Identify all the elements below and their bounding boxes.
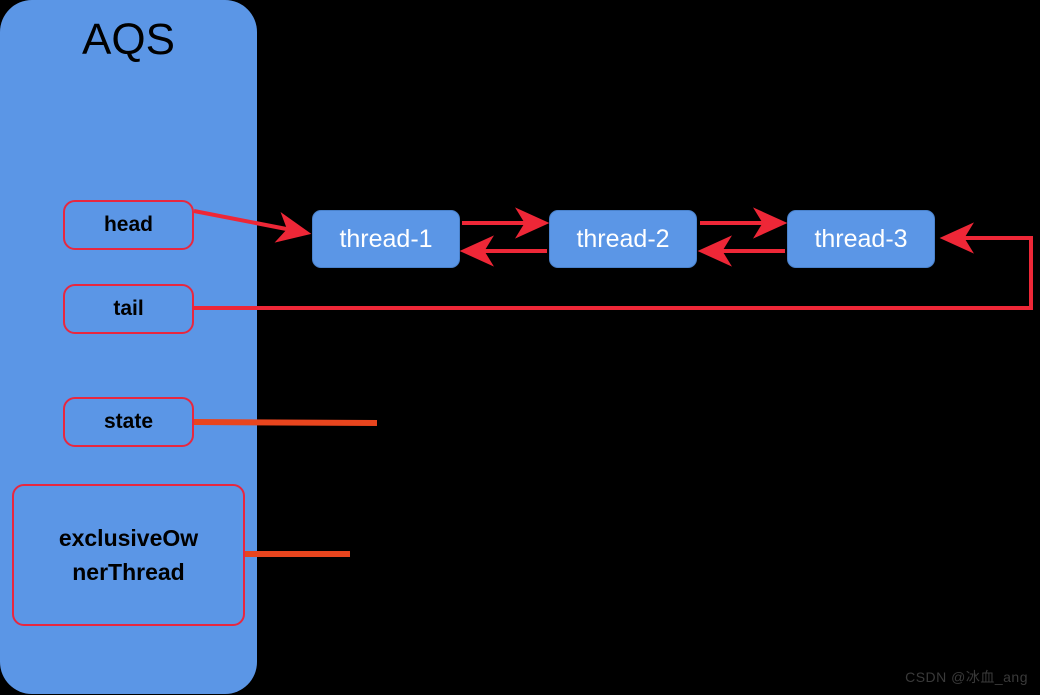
node-thread-1[interactable]: thread-1 xyxy=(312,210,460,268)
field-label-tail: tail xyxy=(113,297,144,320)
field-box-head[interactable]: head xyxy=(63,200,194,250)
field-label-owner-line2: nerThread xyxy=(72,559,185,585)
field-box-state[interactable]: state xyxy=(63,397,194,447)
aqs-panel-title: AQS xyxy=(82,15,175,64)
field-label-head: head xyxy=(103,213,153,236)
field-label-owner-line1: exclusiveOw xyxy=(58,525,199,551)
node-thread-2[interactable]: thread-2 xyxy=(549,210,697,268)
field-box-tail[interactable]: tail xyxy=(63,284,194,334)
node-thread-3[interactable]: thread-3 xyxy=(787,210,935,268)
field-box-exclusive-owner-thread[interactable]: exclusiveOw nerThread xyxy=(12,484,245,626)
field-label-exclusive-owner-thread: exclusiveOw nerThread xyxy=(59,521,198,589)
node-label-thread-2: thread-2 xyxy=(576,224,670,253)
watermark-text: CSDN @冰血_ang xyxy=(905,669,1028,685)
node-label-thread-3: thread-3 xyxy=(814,224,908,253)
field-label-state: state xyxy=(103,410,154,433)
node-label-thread-1: thread-1 xyxy=(339,224,433,253)
